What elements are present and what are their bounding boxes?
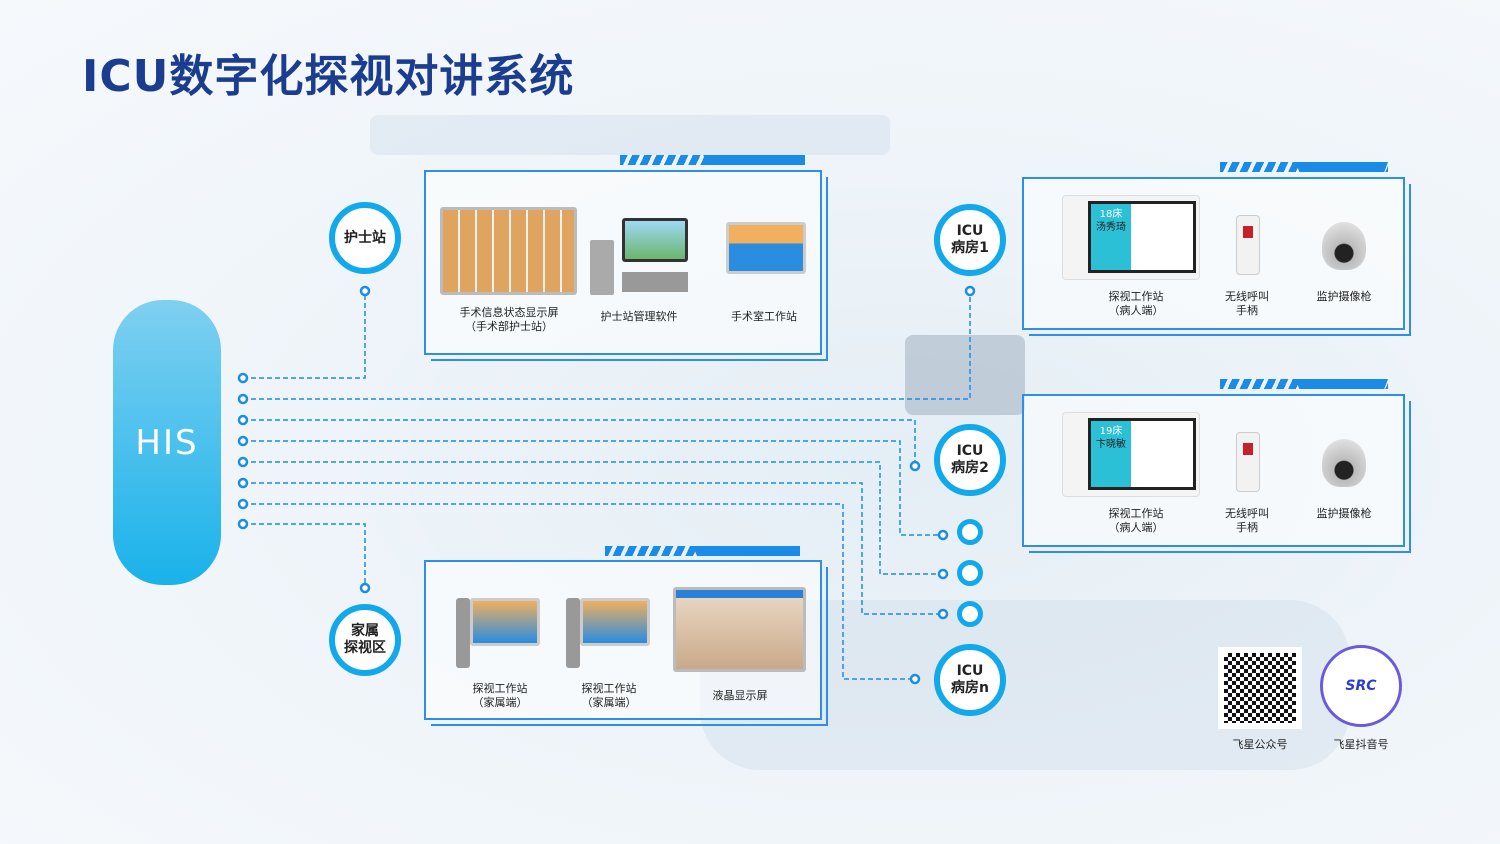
page-title: ICU数字化探视对讲系统 bbox=[82, 51, 575, 102]
bed-number: 19床 bbox=[1099, 426, 1123, 437]
label-family-station-2: 探视工作站（家属端） bbox=[581, 682, 637, 709]
his-cloud: HIS bbox=[113, 300, 221, 585]
bg-monitor bbox=[905, 335, 1025, 415]
ring-node bbox=[957, 560, 983, 586]
or-workstation-screen bbox=[726, 222, 806, 274]
label-family-station-1: 探视工作站（家属端） bbox=[472, 682, 528, 709]
label-wechat: 飞星公众号 bbox=[1232, 738, 1288, 751]
family-station-1 bbox=[470, 598, 540, 646]
keyboard bbox=[622, 272, 688, 292]
label-nurse-software: 护士站管理软件 bbox=[600, 310, 678, 323]
wechat-qr-code[interactable] bbox=[1218, 647, 1302, 729]
wireless-call-handle-1 bbox=[1236, 215, 1260, 275]
panel-stripe bbox=[620, 155, 805, 165]
label-camera: 监护摄像枪 bbox=[1316, 507, 1372, 520]
panel-stripe bbox=[1220, 379, 1388, 389]
label-patient-station: 探视工作站（病人端） bbox=[1108, 507, 1164, 534]
monitor-camera-1 bbox=[1322, 222, 1366, 270]
bed-number: 18床 bbox=[1099, 209, 1123, 220]
label-lcd-display: 液晶显示屏 bbox=[712, 689, 768, 702]
family-station-2 bbox=[580, 598, 650, 646]
patient-station-2: 19床卞晓敏 bbox=[1062, 412, 1200, 497]
label-wireless-call: 无线呼叫手柄 bbox=[1225, 507, 1269, 534]
patient-name: 汤秀琦 bbox=[1096, 222, 1126, 233]
monitor-camera-2 bbox=[1322, 439, 1366, 487]
label-surgery-status-screen: 手术信息状态显示屏（手术部护士站） bbox=[459, 306, 559, 333]
patient-name: 卞晓敏 bbox=[1096, 439, 1126, 450]
label-douyin: 飞星抖音号 bbox=[1333, 738, 1389, 751]
label-camera: 监护摄像枪 bbox=[1316, 290, 1372, 303]
lcd-display bbox=[673, 587, 806, 672]
label-or-workstation: 手术室工作站 bbox=[731, 310, 797, 323]
surgery-status-screen bbox=[440, 207, 577, 295]
douyin-qr-code[interactable]: SRC bbox=[1320, 645, 1402, 727]
patient-station-1: 18床汤秀琦 bbox=[1062, 195, 1200, 280]
nurse-software-monitor bbox=[622, 218, 688, 262]
node-nurse-station: 护士站 bbox=[329, 202, 401, 274]
label-wireless-call: 无线呼叫手柄 bbox=[1225, 290, 1269, 317]
panel-stripe bbox=[605, 546, 800, 556]
pc-tower bbox=[590, 240, 614, 295]
ring-node bbox=[957, 519, 983, 545]
ring-node bbox=[957, 601, 983, 627]
src-logo: SRC bbox=[1345, 678, 1377, 694]
wireless-call-handle-2 bbox=[1236, 432, 1260, 492]
handset bbox=[566, 598, 580, 668]
panel-stripe bbox=[1220, 162, 1388, 172]
node-family-area: 家属探视区 bbox=[329, 604, 401, 676]
bg-ceiling-rail bbox=[370, 115, 890, 155]
handset bbox=[456, 598, 470, 668]
label-patient-station: 探视工作站（病人端） bbox=[1108, 290, 1164, 317]
